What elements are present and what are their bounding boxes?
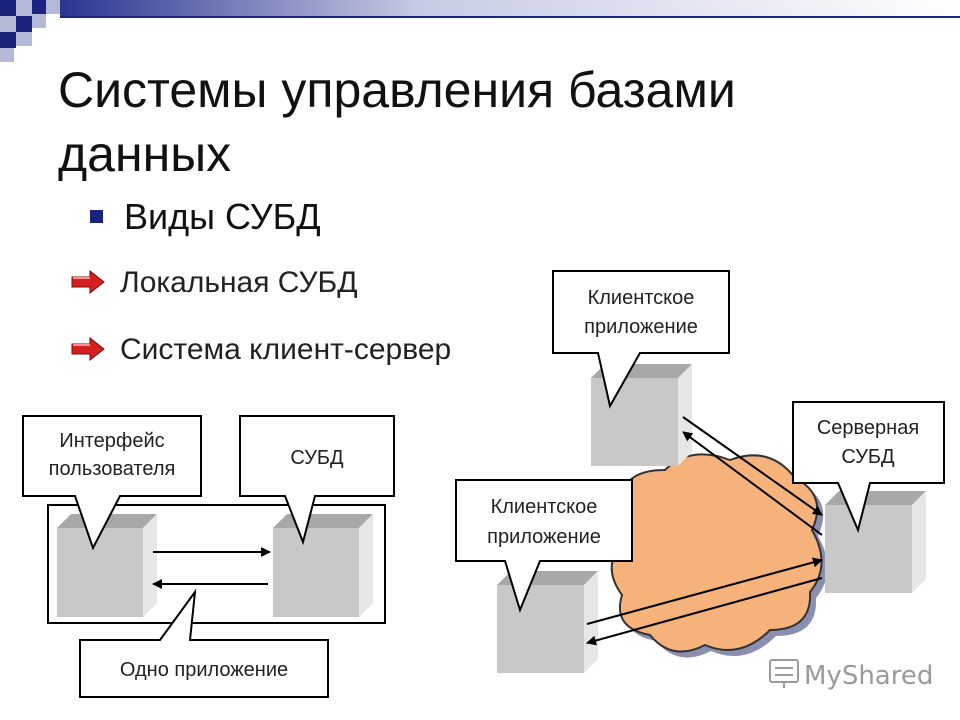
square-bullet-icon (90, 210, 103, 223)
red-arrow-icon (71, 270, 105, 294)
callout-label: пользователя (49, 458, 176, 480)
callout-client-left: Клиентское приложение (455, 479, 633, 613)
slide-title: Системы управления базами данных (58, 62, 736, 182)
sub-item-label: Локальная СУБД (120, 266, 358, 299)
callout-label: Интерфейс (59, 430, 164, 452)
arrow-server-to-client (586, 577, 823, 646)
arrow-client-to-server (586, 557, 823, 625)
bullet-label: Виды СУБД (124, 196, 321, 237)
callout-label: СУБД (841, 446, 895, 468)
callout-label: СУБД (290, 447, 344, 469)
presentation-icon (769, 659, 799, 688)
callout-label: Серверная (817, 417, 919, 439)
callout-label: приложение (584, 316, 698, 338)
callout-label: приложение (487, 526, 601, 548)
arrow-server-to-client (682, 431, 823, 536)
sub-item-label: Система клиент-сервер (120, 333, 452, 366)
callout-user-interface: Интерфейс пользователя (22, 415, 202, 551)
callout-server-dbms: Серверная СУБД (792, 401, 945, 534)
server-box-left (57, 514, 157, 617)
server-box-right (273, 514, 373, 617)
watermark-text: MyShared (804, 661, 933, 691)
callout-label: Клиентское (588, 287, 695, 309)
server-box-dbms (825, 491, 926, 593)
callout-single-application: Одно приложение (79, 588, 329, 698)
arrow-client-to-server (682, 416, 823, 516)
callout-client-top: Клиентское приложение (552, 270, 730, 409)
red-arrow-icon (71, 337, 105, 361)
callout-label: Клиентское (491, 496, 598, 518)
watermark: MyShared (769, 659, 933, 691)
network-cloud (610, 453, 823, 653)
callout-label: Одно приложение (120, 659, 288, 681)
callout-dbms: СУБД (239, 415, 395, 546)
